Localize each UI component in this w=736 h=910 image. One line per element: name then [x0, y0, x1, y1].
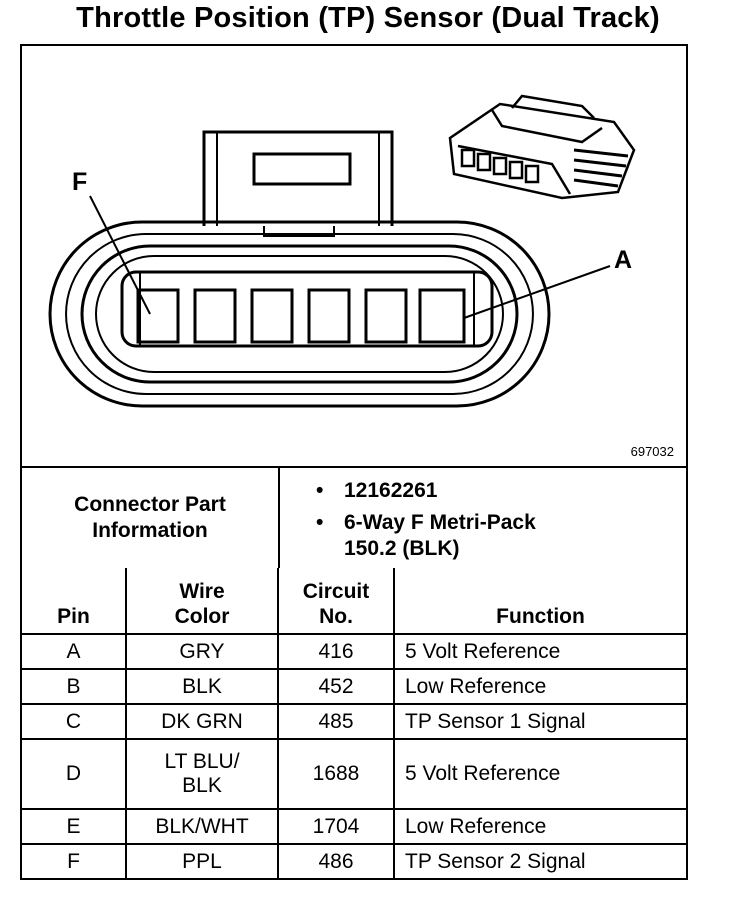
cell-function: Low Reference — [393, 808, 686, 845]
header-wire-color: Wire Color — [125, 568, 279, 635]
table-row: B BLK 452 Low Reference — [22, 668, 686, 705]
cell-wire-color: GRY — [125, 633, 279, 670]
cell-pin: B — [22, 668, 127, 705]
cell-pin: E — [22, 808, 127, 845]
part-number: 12162261 — [344, 479, 438, 502]
pin-label-a: A — [614, 246, 633, 274]
header-wire-color-line1: Wire — [179, 580, 225, 603]
header-wire-color-line2: Color — [174, 605, 230, 628]
pin-table: Pin Wire Color Circuit No. Function A GR… — [22, 568, 686, 878]
figure-number: 697032 — [630, 444, 674, 459]
header-circuit-line1: Circuit — [302, 580, 370, 603]
table-header-row: Pin Wire Color Circuit No. Function — [22, 568, 686, 635]
table-row: A GRY 416 5 Volt Reference — [22, 633, 686, 670]
pin-cavities — [136, 288, 466, 344]
cell-pin: D — [22, 738, 127, 810]
connector-info-label: Connector Part Information — [22, 468, 280, 568]
cell-circuit: 416 — [277, 633, 395, 670]
connector-info-label-line1: Connector Part — [74, 493, 226, 516]
cavity-b — [364, 288, 408, 344]
cell-circuit: 485 — [277, 703, 395, 740]
cell-circuit: 452 — [277, 668, 395, 705]
cell-wire-color: DK GRN — [125, 703, 279, 740]
connector-thumbnail — [448, 94, 636, 200]
bullet-icon: • — [316, 479, 324, 502]
table-row: C DK GRN 485 TP Sensor 1 Signal — [22, 703, 686, 740]
table-row: F PPL 486 TP Sensor 2 Signal — [22, 843, 686, 878]
table-row: E BLK/WHT 1704 Low Reference — [22, 808, 686, 845]
cell-function: 5 Volt Reference — [393, 633, 686, 670]
connector-part-info: Connector Part Information • 12162261 • … — [22, 466, 686, 568]
connector-latch — [202, 130, 394, 237]
leader-line-a — [463, 265, 611, 319]
cell-wire-color: BLK — [125, 668, 279, 705]
pin-label-f: F — [72, 168, 88, 196]
header-circuit: Circuit No. — [277, 568, 395, 635]
cell-circuit: 1688 — [277, 738, 395, 810]
connector-type: 6-Way F Metri-Pack — [344, 511, 536, 534]
connector-illustration — [48, 94, 636, 408]
header-function: Function — [393, 568, 686, 635]
cell-pin: C — [22, 703, 127, 740]
cell-wire-color: LT BLU/ BLK — [125, 738, 279, 810]
cell-pin: F — [22, 843, 127, 878]
header-pin: Pin — [22, 568, 127, 635]
table-row: D LT BLU/ BLK 1688 5 Volt Reference — [22, 738, 686, 810]
bullet-icon: • — [316, 511, 324, 534]
cavity-e — [193, 288, 237, 344]
cell-pin: A — [22, 633, 127, 670]
cavity-f — [136, 288, 180, 344]
cavity-d — [250, 288, 294, 344]
header-circuit-line2: No. — [319, 605, 353, 628]
connector-info-list: • 12162261 • 6-Way F Metri-Pack 150.2 (B… — [298, 478, 678, 568]
cell-function: TP Sensor 2 Signal — [393, 843, 686, 878]
cavity-a — [418, 288, 466, 344]
cell-circuit: 1704 — [277, 808, 395, 845]
connector-info-item: • 6-Way F Metri-Pack 150.2 (BLK) — [298, 510, 678, 562]
page-title: Throttle Position (TP) Sensor (Dual Trac… — [76, 2, 660, 34]
cell-wire-color-line1: LT BLU/ — [164, 750, 240, 773]
cell-wire-color: PPL — [125, 843, 279, 878]
connector-type-detail: 150.2 (BLK) — [344, 537, 460, 560]
cell-circuit: 486 — [277, 843, 395, 878]
cavity-c — [307, 288, 351, 344]
connector-diagram: F A 697032 — [22, 46, 686, 466]
leader-line-f — [89, 195, 151, 315]
cell-function: TP Sensor 1 Signal — [393, 703, 686, 740]
connector-frame: F A 697032 Connector Part Information • … — [20, 44, 688, 880]
cell-wire-color-line2: BLK — [182, 774, 222, 797]
cell-function: 5 Volt Reference — [393, 738, 686, 810]
connector-info-label-line2: Information — [92, 519, 208, 542]
connector-info-item: • 12162261 — [298, 478, 678, 504]
cell-function: Low Reference — [393, 668, 686, 705]
cell-wire-color: BLK/WHT — [125, 808, 279, 845]
